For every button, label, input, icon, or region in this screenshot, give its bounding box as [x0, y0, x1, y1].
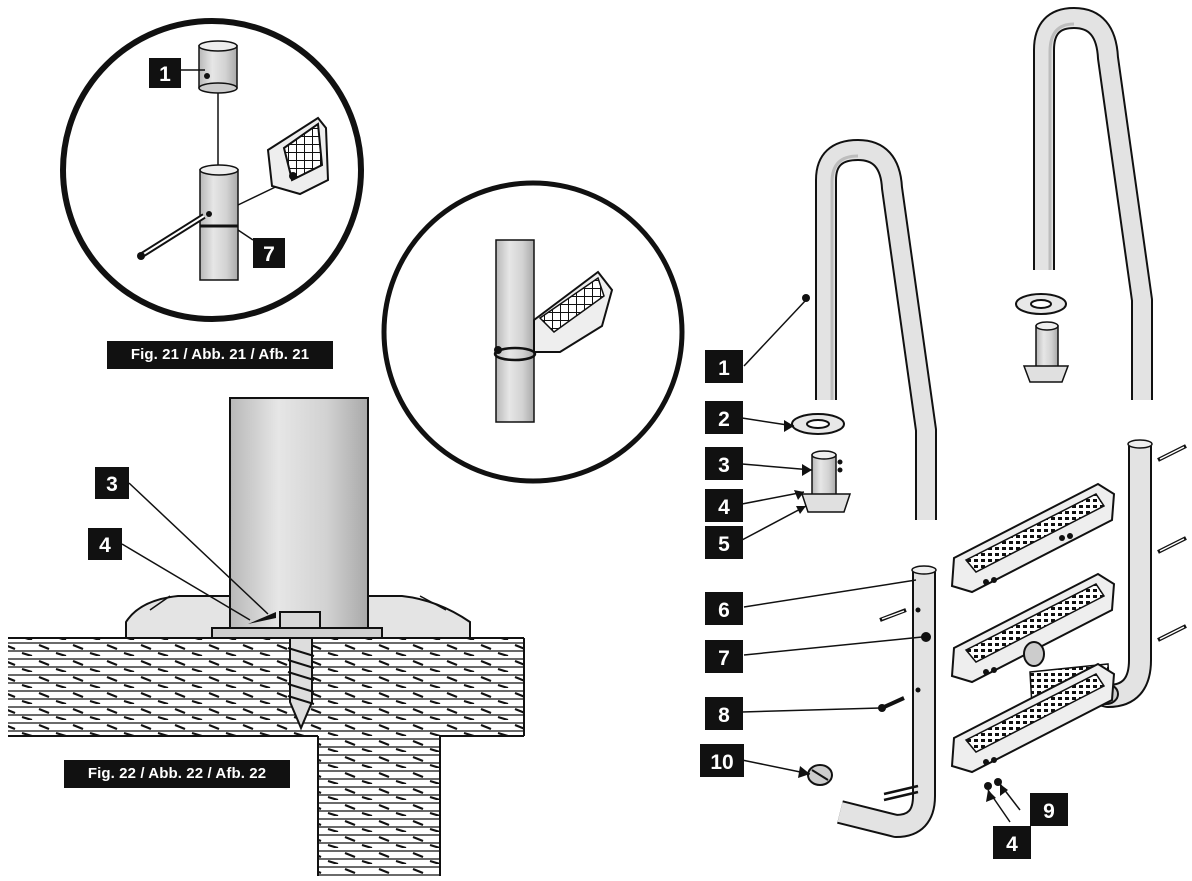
fig21-caption: Fig. 21 / Abb. 21 / Afb. 21 — [107, 341, 333, 369]
fig21-label-1: 1 — [159, 63, 171, 86]
ladder-label-8: 8 — [718, 704, 730, 727]
fig21-label-7: 7 — [263, 243, 275, 266]
ladder-label-10: 10 — [710, 751, 733, 774]
fig22-cross-section: 3 4 — [8, 397, 525, 876]
ladder-label-3: 3 — [718, 454, 730, 477]
exploded-ladder: 1 2 3 4 5 6 7 8 10 9 4 — [700, 7, 1187, 859]
ladder-label-4: 4 — [718, 496, 730, 519]
ladder-step-bottom — [950, 662, 1116, 774]
ladder-step-top — [950, 482, 1116, 594]
fig22-label-3: 3 — [106, 473, 118, 496]
fig22-caption: Fig. 22 / Abb. 22 / Afb. 22 — [64, 760, 290, 788]
middle-detail-circle — [381, 180, 685, 484]
ladder-label-9: 9 — [1043, 800, 1055, 823]
ladder-label-5: 5 — [718, 533, 730, 556]
ladder-label-7: 7 — [718, 647, 730, 670]
fig22-label-4: 4 — [99, 534, 111, 557]
ladder-label-1: 1 — [718, 357, 730, 380]
ladder-label-4-bottom: 4 — [1006, 833, 1018, 856]
ladder-label-6: 6 — [718, 599, 730, 622]
fig21-detail: 1 7 — [60, 18, 364, 322]
ladder-step-middle — [950, 572, 1116, 684]
ladder-label-2: 2 — [718, 408, 730, 431]
